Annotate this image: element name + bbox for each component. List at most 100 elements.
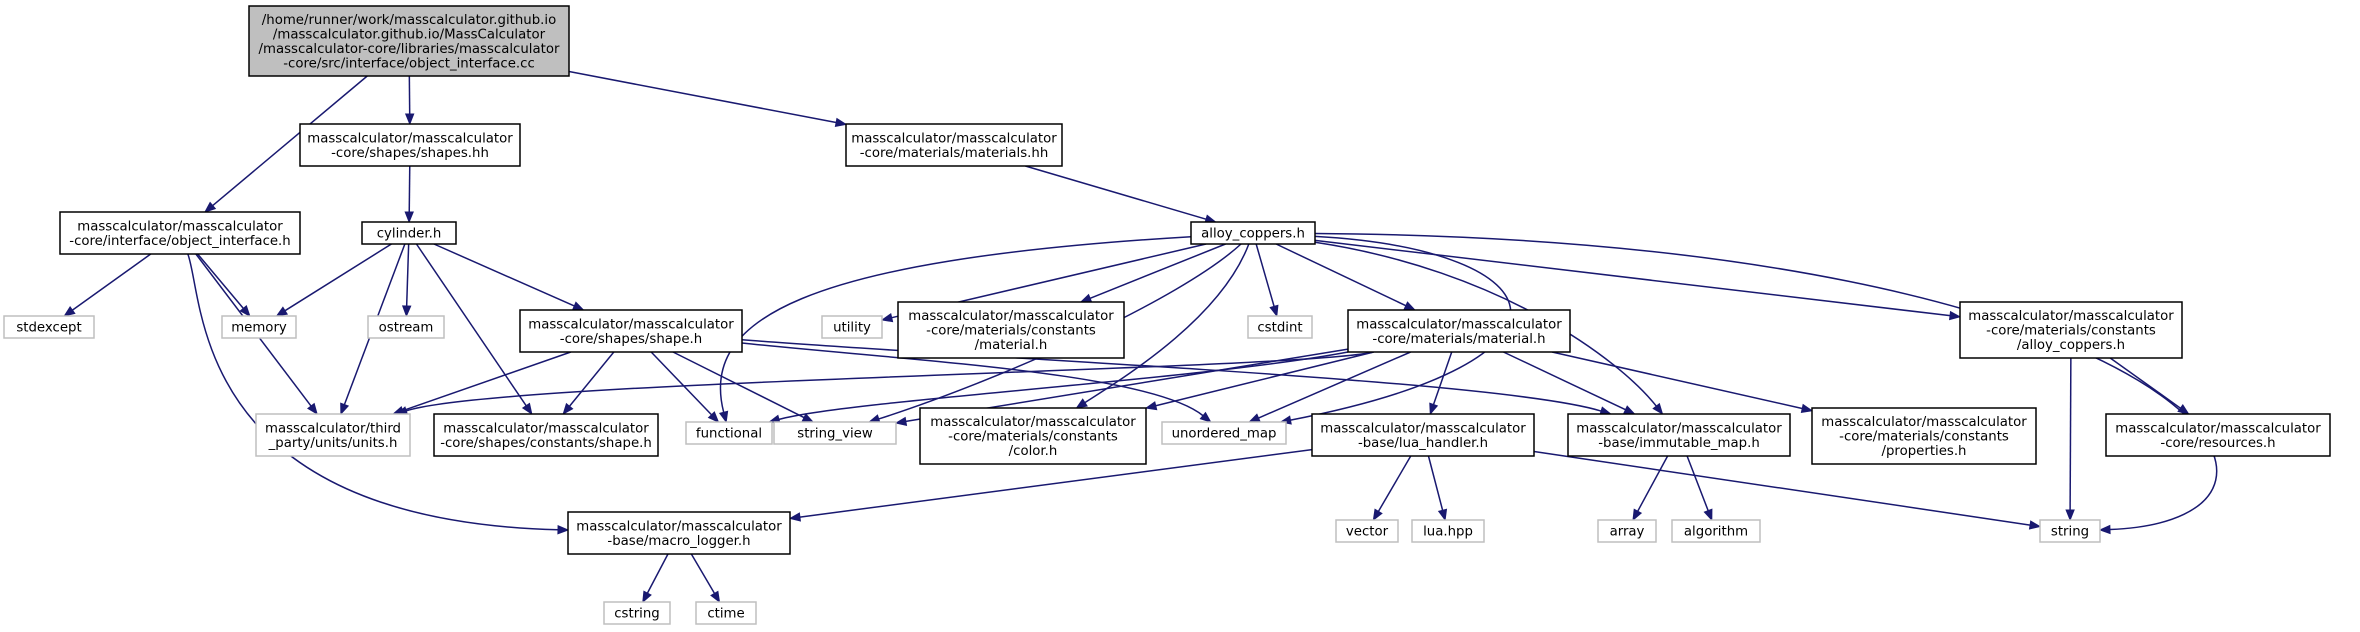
node-label-line: -base/immutable_map.h — [1598, 436, 1760, 451]
node-materials-hh[interactable]: masscalculator/masscalculator-core/mater… — [845, 123, 1063, 167]
edge-line — [415, 243, 527, 407]
edge-line — [778, 351, 1349, 421]
node-box — [1411, 519, 1485, 543]
edge-arrowhead — [203, 201, 217, 213]
node-label-line: masscalculator/masscalculator — [908, 309, 1114, 324]
edge-line — [433, 243, 575, 307]
edge-arrowhead — [1075, 398, 1088, 409]
node-stdexcept: stdexcept — [3, 315, 95, 339]
edge-arrowhead — [1248, 413, 1261, 423]
node-label-line: -core/materials/constants — [948, 430, 1118, 445]
node-box — [255, 413, 411, 457]
node-root[interactable]: /home/runner/work/masscalculator.github.… — [248, 5, 570, 77]
edge-line — [690, 553, 716, 594]
node-label-line: string — [2051, 525, 2089, 540]
edge-arrowhead — [307, 402, 318, 416]
node-box — [1811, 407, 2037, 465]
edge-arrowhead — [2177, 404, 2190, 415]
node-box — [1567, 413, 1791, 457]
node-color[interactable]: masscalculator/masscalculator-core/mater… — [919, 407, 1147, 465]
edge-material_h-to-color — [1144, 351, 1374, 411]
edge-line — [1025, 165, 1207, 220]
node-label-line: ostream — [379, 321, 434, 336]
node-const-alloy[interactable]: masscalculator/masscalculator-core/mater… — [1959, 301, 2183, 359]
node-const-shape[interactable]: masscalculator/masscalculator-core/shape… — [433, 413, 659, 457]
node-label-line: masscalculator/masscalculator — [77, 219, 283, 234]
edge-shape_h-to-functional — [650, 351, 720, 423]
node-material-h[interactable]: masscalculator/masscalculator-core/mater… — [1347, 309, 1571, 353]
node-box — [897, 301, 1125, 359]
node-lua-handler[interactable]: masscalculator/masscalculator-base/lua_h… — [1311, 413, 1535, 457]
edge-obj_interface-to-stdexcept — [63, 253, 152, 317]
node-macro-logger[interactable]: masscalculator/masscalculator-base/macro… — [567, 511, 791, 555]
edge-line — [1377, 455, 1412, 512]
node-label-line: string_view — [797, 427, 873, 442]
edge-arrowhead — [1403, 301, 1417, 311]
edge-line — [1089, 243, 1226, 299]
edge-line — [568, 351, 615, 407]
edge-const_alloy-to-string — [2065, 357, 2075, 522]
node-label-line: /masscalculator.github.io/MassCalculator — [273, 27, 546, 42]
node-lua-hpp: lua.hpp — [1411, 519, 1485, 543]
node-box — [1335, 519, 1399, 543]
edge-line — [408, 165, 411, 213]
node-alloy-coppers[interactable]: alloy_coppers.h — [1190, 221, 1316, 245]
edge-arrowhead — [239, 304, 251, 318]
node-box — [603, 601, 671, 625]
edge-cylinder-to-const_shape — [415, 243, 533, 416]
node-algorithm: algorithm — [1671, 519, 1761, 543]
node-label-line: -core/resources.h — [2160, 436, 2275, 451]
edge-arrowhead — [1437, 508, 1448, 522]
node-shapes-hh[interactable]: masscalculator/masscalculator-core/shape… — [299, 123, 521, 167]
edge-macro_logger-to-ctime — [690, 553, 721, 604]
edge-cylinder-to-ostream — [401, 243, 412, 318]
node-label-line: /home/runner/work/masscalculator.github.… — [262, 13, 556, 28]
node-label-line: -base/macro_logger.h — [607, 534, 750, 549]
node-shape-h[interactable]: masscalculator/masscalculator-core/shape… — [519, 309, 743, 353]
node-string-view: string_view — [773, 421, 897, 445]
edge-arrowhead — [1199, 411, 1212, 423]
edge-line — [2109, 357, 2181, 409]
edge-arrowhead — [880, 312, 894, 323]
node-label-line: cstring — [614, 607, 659, 622]
node-label-line: utility — [833, 321, 871, 336]
node-const-material[interactable]: masscalculator/masscalculator-core/mater… — [897, 301, 1125, 359]
node-label-line: masscalculator/masscalculator — [1576, 421, 1782, 436]
node-immutable-map[interactable]: masscalculator/masscalculator-base/immut… — [1567, 413, 1791, 457]
edge-shape_h-to-units — [391, 351, 572, 416]
node-box — [3, 315, 95, 339]
edge-lua_handler-to-lua_hpp — [1427, 455, 1448, 522]
edge-lua_handler-to-vector — [1372, 455, 1412, 522]
node-label-line: cstdint — [1257, 321, 1302, 336]
edge-line — [1084, 243, 1250, 404]
node-properties[interactable]: masscalculator/masscalculator-core/mater… — [1811, 407, 2037, 465]
edge-arrowhead — [1652, 402, 1664, 416]
edge-line — [1314, 239, 1951, 317]
edge-materials_hh-to-alloy_coppers — [1025, 165, 1217, 224]
node-label-line: -core/shapes/constants/shape.h — [440, 436, 652, 451]
edge-material_h-to-properties — [1551, 351, 1814, 414]
edge-line — [187, 253, 559, 531]
edge-line — [650, 351, 713, 416]
edge-arrowhead — [1079, 293, 1093, 303]
node-box — [1161, 421, 1287, 445]
node-label-line: array — [1610, 525, 1645, 540]
node-ctime: ctime — [695, 601, 757, 625]
edge-immutable_map-to-algorithm — [1686, 455, 1713, 522]
node-box — [821, 315, 883, 339]
node-obj-interface[interactable]: masscalculator/masscalculator-core/inter… — [59, 211, 301, 255]
edge-arrowhead — [63, 306, 76, 317]
edge-alloy_coppers-to-const_alloy — [1314, 239, 1962, 321]
edge-obj_interface-to-macro_logger — [187, 253, 570, 535]
node-box — [1959, 301, 2183, 359]
edge-arrowhead — [1800, 403, 1814, 414]
node-box — [685, 421, 773, 445]
edge-line — [1551, 351, 1803, 410]
edge-arrowhead — [1429, 402, 1439, 416]
node-resources[interactable]: masscalculator/masscalculator-core/resou… — [2105, 413, 2331, 457]
edge-line — [719, 235, 1192, 413]
node-cylinder[interactable]: cylinder.h — [361, 221, 457, 245]
node-units: masscalculator/third_party/units/units.h — [255, 413, 411, 457]
node-box — [1597, 519, 1657, 543]
edge-arrowhead — [404, 211, 414, 224]
